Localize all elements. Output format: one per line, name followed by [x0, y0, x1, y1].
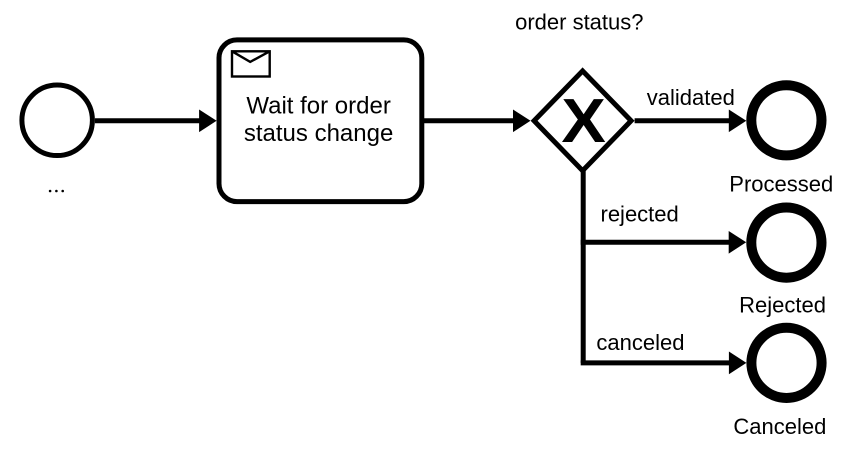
svg-text:Processed: Processed — [729, 171, 833, 196]
svg-text:Canceled: Canceled — [733, 414, 826, 439]
svg-text:Rejected: Rejected — [739, 293, 826, 318]
svg-text:validated: validated — [647, 85, 735, 110]
svg-text:X: X — [561, 86, 606, 155]
svg-text:status change: status change — [244, 120, 393, 147]
svg-text:rejected: rejected — [601, 202, 679, 227]
svg-text:canceled: canceled — [596, 330, 684, 355]
svg-text:order status?: order status? — [515, 9, 643, 34]
svg-text:Wait for order: Wait for order — [246, 92, 390, 119]
